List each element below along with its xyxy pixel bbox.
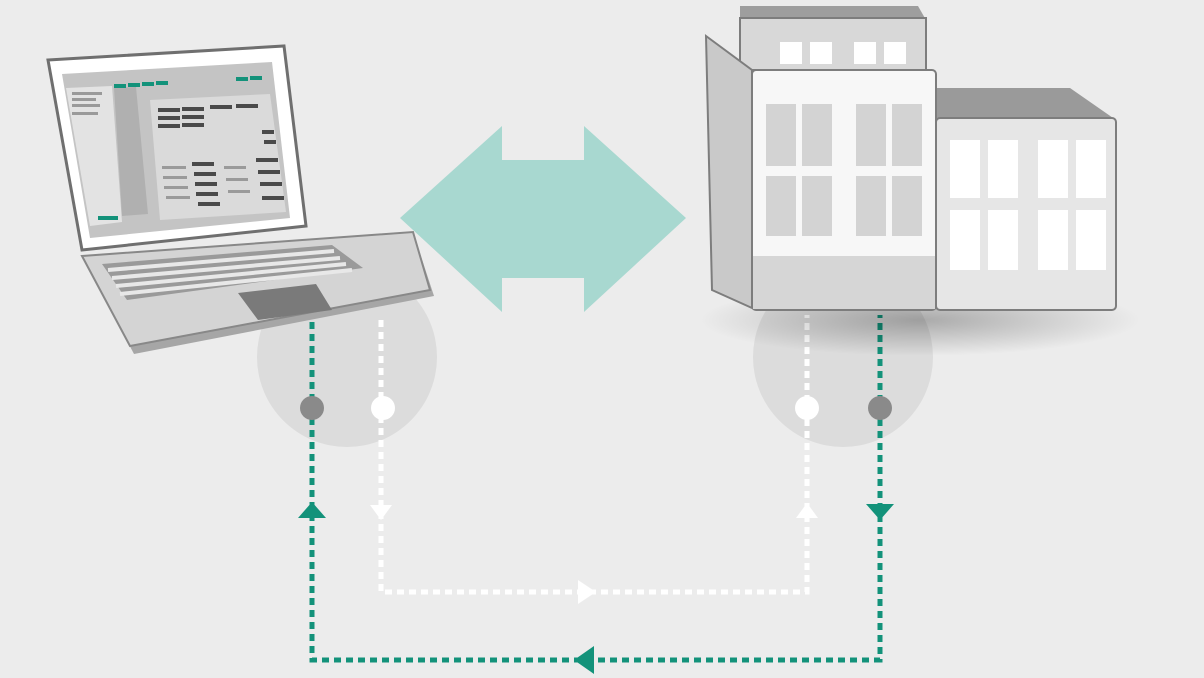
flow-white-line (378, 315, 810, 595)
building-icon (700, 6, 1140, 356)
building-port-light (795, 396, 819, 420)
flow-green-left-arrow-icon (574, 646, 594, 674)
flow-white-right-arrow-icon (578, 580, 596, 604)
flow-green-down-arrow-icon (866, 504, 894, 520)
laptop-port-dark (300, 396, 324, 420)
building-port-dark (868, 396, 892, 420)
flow-white-down-arrow-icon (370, 505, 392, 520)
laptop-port-light (371, 396, 395, 420)
flow-green-up-arrow-icon (298, 502, 326, 518)
laptop-icon (46, 44, 434, 354)
flow-green-line (309, 315, 883, 663)
sync-arrow-icon (400, 126, 686, 312)
flow-white-up-arrow-icon (796, 503, 818, 518)
